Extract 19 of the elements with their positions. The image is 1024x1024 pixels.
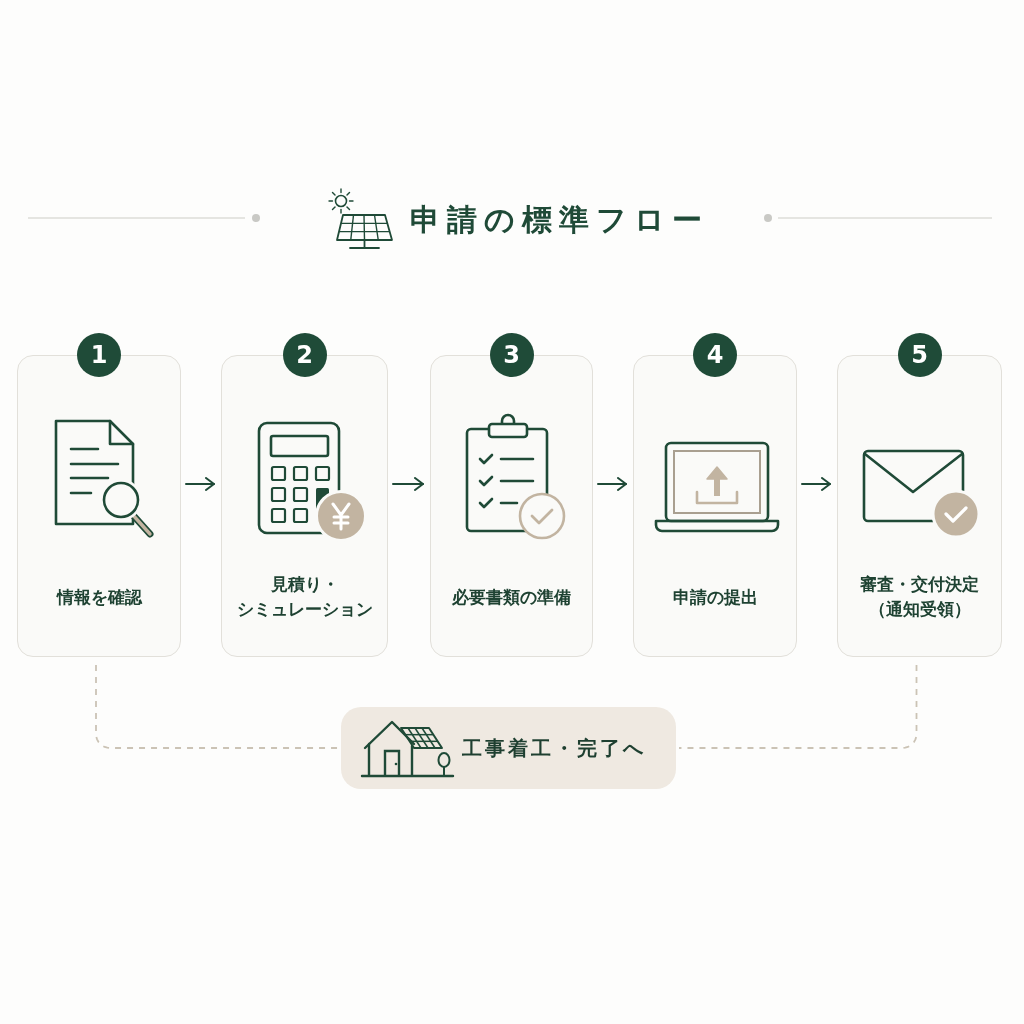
dashed-connector: [678, 664, 918, 749]
step-label: 見積り・シミュレーション: [235, 573, 374, 621]
step-label: 情報を確認: [56, 585, 142, 609]
step-badge: 5: [897, 333, 942, 377]
diagram-title: 申請の標準フロー: [410, 201, 709, 239]
step-label: 審査・交付決定（通知受領）: [859, 573, 980, 621]
step-badge: 1: [77, 333, 121, 377]
completion-banner: [341, 707, 676, 789]
step-badge: 2: [282, 333, 327, 377]
arrow: [597, 477, 627, 491]
dashed-connector: [95, 664, 339, 749]
arrow: [801, 477, 831, 491]
arrow: [392, 477, 424, 491]
step-label: 申請の提出: [672, 585, 758, 609]
banner-label: 工事着工・完了へ: [462, 734, 646, 762]
step-badge: 3: [489, 333, 534, 377]
step-label: 必要書類の準備: [452, 585, 571, 609]
arrow: [185, 477, 215, 491]
step-badge: 4: [693, 333, 737, 377]
